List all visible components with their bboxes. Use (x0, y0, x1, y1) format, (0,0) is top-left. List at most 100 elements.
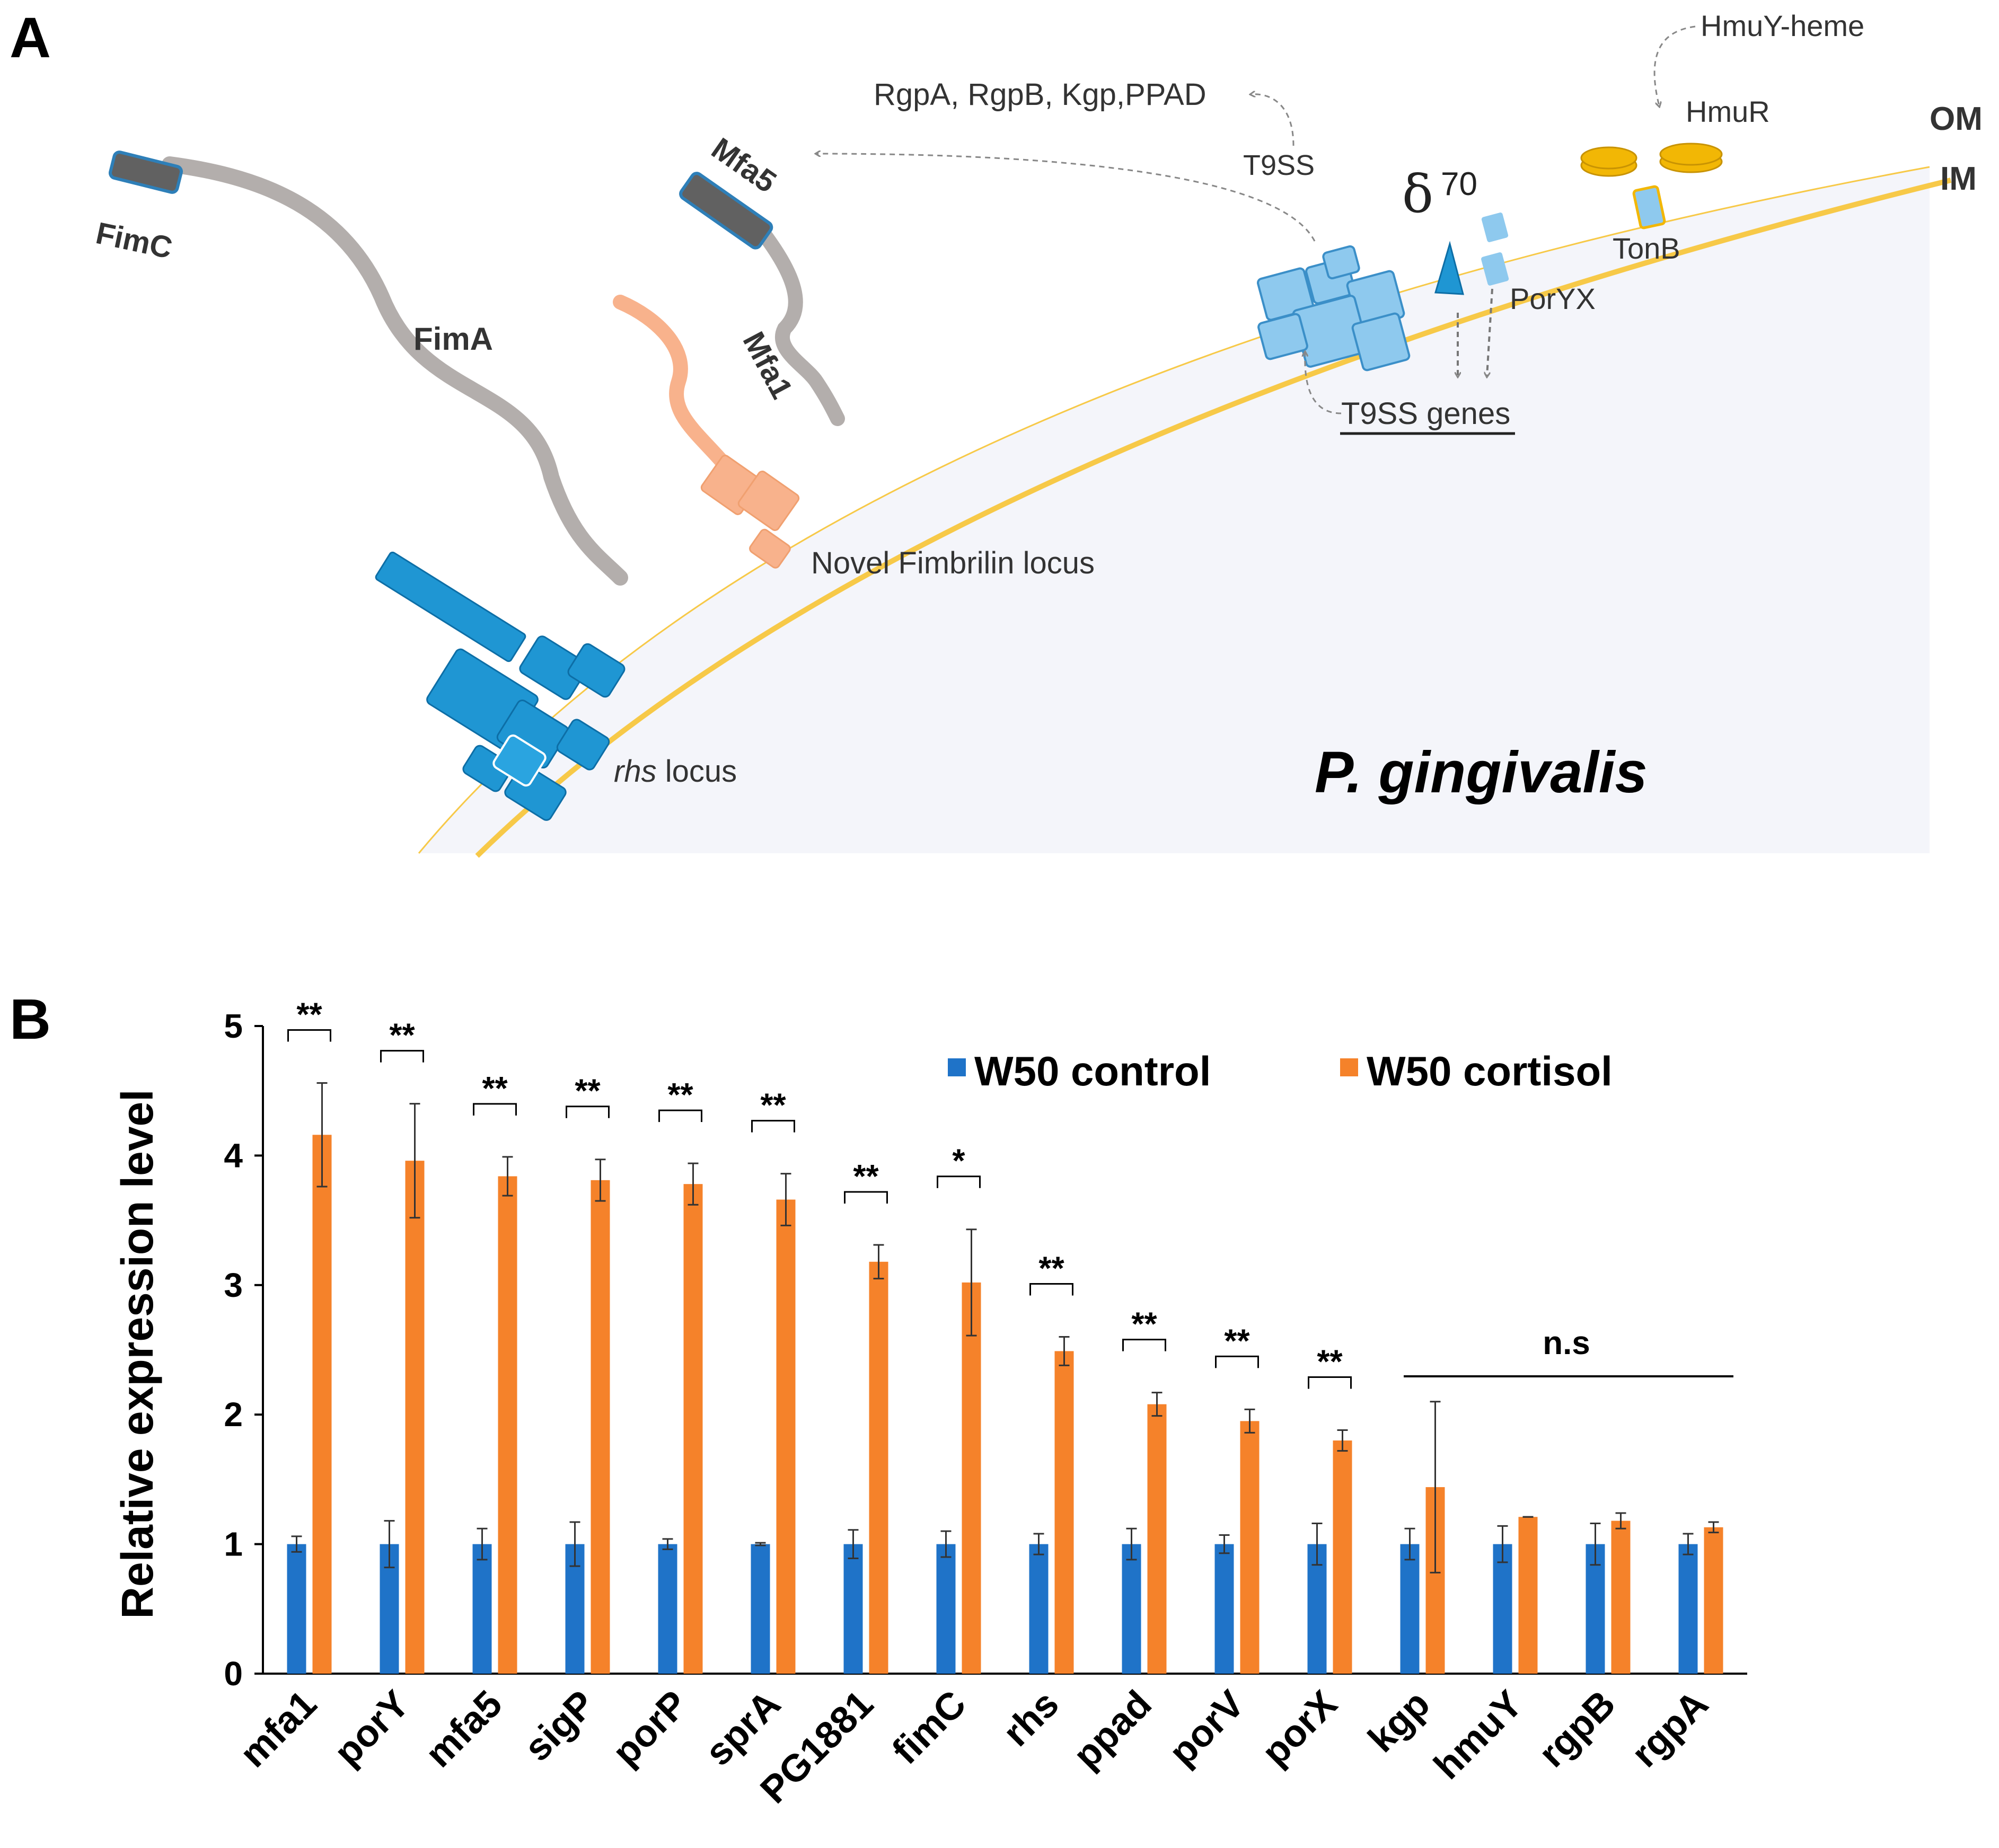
poryx-to-genes-arrow (1487, 288, 1493, 376)
fimc-label: FimC (93, 216, 175, 266)
sigma-factor-triangle (1434, 241, 1464, 295)
bar-cortisol-rhs (1054, 1351, 1074, 1674)
poryx-complex (1481, 213, 1509, 286)
panel-a-letter: A (10, 5, 51, 69)
x-tick-label-mfa1: mfa1 (232, 1683, 324, 1775)
sigma-factor-superscript: 70 (1441, 166, 1477, 202)
panel-a: A FimC FimA Mfa5 Mfa1 Novel Fimbrilin lo… (10, 5, 1983, 858)
x-tick-label-porP: porP (604, 1683, 696, 1774)
y-tick-label: 2 (224, 1395, 243, 1434)
bar-cortisol-ppad (1147, 1404, 1167, 1674)
tonb-label: TonB (1613, 232, 1680, 265)
ns-label: n.s (1543, 1325, 1590, 1361)
bar-cortisol-sigP (591, 1180, 610, 1674)
bar-cortisol-rgpA (1704, 1527, 1723, 1674)
mfa5-tip (679, 172, 773, 250)
bars (287, 1135, 1723, 1674)
panel-b-letter: B (10, 987, 51, 1051)
y-tick-label: 1 (224, 1525, 243, 1563)
legend: W50 control W50 cortisol (948, 1048, 1613, 1094)
t9ss-label: T9SS (1243, 149, 1315, 181)
significance-bracket-porV (1215, 1355, 1259, 1368)
significance-bracket-porP (658, 1109, 702, 1122)
x-tick-label-rgpA: rgpA (1623, 1683, 1716, 1775)
t9ss-to-mfa5-arrow (816, 154, 1316, 242)
rhs-locus-label: rhs locus (614, 754, 737, 789)
bar-control-mfa5 (472, 1544, 492, 1674)
significance-bracket-rhs (1029, 1283, 1073, 1296)
x-tick-label-porY: porY (326, 1683, 418, 1774)
tonb-protein (1632, 185, 1666, 229)
significance-marks: *********************** (287, 997, 1352, 1389)
x-tick-label-mfa5: mfa5 (417, 1683, 510, 1775)
organism-label: P. gingivalis (1315, 740, 1648, 805)
significance-label-mfa1: ** (296, 997, 322, 1033)
bar-control-rgpB (1586, 1544, 1605, 1674)
x-tick-label-porX: porX (1254, 1683, 1345, 1774)
significance-label-porP: ** (667, 1077, 693, 1113)
t9ss-genes-to-t9ss-arrow (1305, 352, 1342, 414)
bar-cortisol-hmuY (1518, 1517, 1538, 1674)
significance-label-fimC: * (952, 1143, 965, 1180)
t9ss-secretion-arrow (1251, 94, 1294, 146)
significance-bracket-ppad (1122, 1339, 1166, 1351)
fima-fimbria (162, 156, 628, 586)
novel-fimbrilin-complex (700, 455, 800, 569)
bar-control-porV (1214, 1544, 1234, 1674)
outer-membrane (418, 166, 1930, 854)
significance-bracket-PG1881 (844, 1191, 888, 1204)
bar-cortisol-porV (1240, 1421, 1260, 1674)
x-tick-label-ppad: ppad (1065, 1683, 1160, 1777)
rhs-locus-word: locus (657, 754, 737, 789)
bar-control-mfa1 (287, 1544, 306, 1674)
y-tick-label: 0 (224, 1655, 243, 1693)
bar-control-PG1881 (843, 1544, 863, 1674)
sigma-factor-symbol: δ (1402, 164, 1433, 225)
bar-cortisol-fimC (962, 1282, 981, 1674)
fimc-tip (109, 151, 183, 194)
bar-control-hmuY (1493, 1544, 1512, 1674)
bar-cortisol-mfa1 (312, 1135, 332, 1674)
t9ss-complex (1256, 245, 1411, 372)
bar-control-porX (1307, 1544, 1327, 1674)
hmuy-heme-label: HmuY-heme (1701, 9, 1864, 42)
significance-bracket-porY (380, 1050, 424, 1063)
significance-bracket-mfa5 (473, 1103, 517, 1116)
bar-control-fimC (936, 1544, 956, 1674)
legend-swatch-control (948, 1058, 966, 1076)
significance-bracket-sprA (751, 1120, 795, 1133)
significance-label-ppad: ** (1131, 1306, 1157, 1343)
y-tick-label: 3 (224, 1266, 243, 1304)
bar-control-porP (658, 1544, 677, 1674)
bar-cortisol-rgpB (1611, 1520, 1631, 1674)
legend-label-control: W50 control (974, 1048, 1211, 1094)
rhs-complex (375, 551, 626, 821)
bar-cortisol-PG1881 (869, 1261, 888, 1674)
bar-control-ppad (1122, 1544, 1141, 1674)
x-tick-label-sigP: sigP (516, 1683, 603, 1770)
novel-fimbrilin-fiber (613, 295, 734, 474)
novel-fimbrilin-label: Novel Fimbrilin locus (811, 546, 1095, 580)
y-axis-title: Relative expression level (112, 1089, 162, 1619)
bar-cortisol-sprA (776, 1199, 796, 1674)
significance-label-porY: ** (389, 1018, 415, 1054)
x-tick-label-rhs: rhs (995, 1683, 1067, 1755)
bar-cortisol-porX (1333, 1440, 1352, 1674)
x-tick-label-hmuY: hmuY (1426, 1683, 1531, 1788)
rhs-italic: rhs (614, 754, 657, 789)
significance-bracket-fimC (937, 1175, 981, 1188)
y-tick-label: 5 (224, 1007, 243, 1045)
x-tick-label-fimC: fimC (884, 1683, 974, 1773)
x-tick-label-porV: porV (1161, 1683, 1253, 1774)
x-tick-label-kgp: kgp (1360, 1683, 1438, 1761)
significance-bracket-mfa1 (287, 1029, 331, 1042)
bar-cortisol-porP (683, 1184, 703, 1674)
hmuy-uptake-arrow (1653, 25, 1696, 106)
hmur-barrel (1580, 143, 1723, 177)
significance-bracket-sigP (566, 1106, 610, 1118)
x-tick-label-rgpB: rgpB (1530, 1683, 1623, 1775)
significance-label-rhs: ** (1038, 1251, 1064, 1287)
secreted-proteins-label: RgpA, RgpB, Kgp,PPAD (874, 77, 1207, 112)
